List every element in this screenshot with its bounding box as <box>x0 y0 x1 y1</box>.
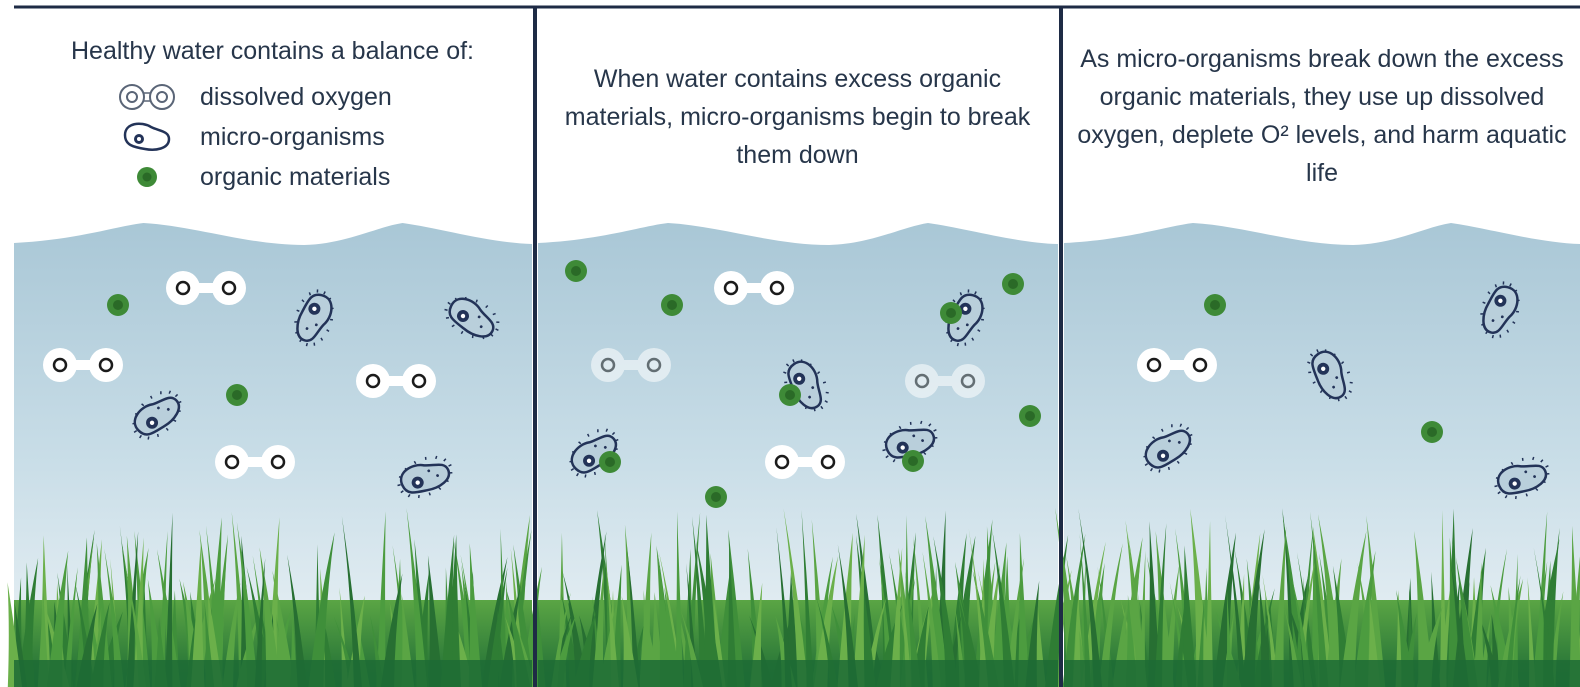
micro-organism-icon <box>1143 423 1193 473</box>
micro-organism-icon <box>569 428 619 478</box>
micro-organism-icon <box>112 117 182 157</box>
legend-item-oxygen: dissolved oxygen <box>112 77 392 117</box>
oxygen-molecule-icon <box>356 364 436 398</box>
micro-organism-icon <box>444 296 500 340</box>
panel-2-caption: When water contains excess organic mater… <box>564 65 1031 169</box>
organic-material-icon <box>705 486 727 508</box>
organic-material-icon <box>1019 405 1041 427</box>
oxygen-molecule-icon <box>112 77 182 117</box>
legend-item-microorganism: micro-organisms <box>112 117 392 157</box>
micro-organism-icon <box>1307 349 1353 402</box>
micro-organism-icon <box>397 455 453 499</box>
micro-organism-icon <box>882 420 938 464</box>
organic-material-icon <box>661 294 683 316</box>
water-layer <box>14 223 1580 687</box>
panel-1-caption: Healthy water contains a balance of: <box>70 37 474 65</box>
micro-organism-icon <box>294 289 334 347</box>
organic-material-icon <box>1204 294 1226 316</box>
oxygen-molecule-icon <box>166 271 246 305</box>
grass-panel-2 <box>533 508 1072 687</box>
panel-3-caption: As micro-organisms break down the excess… <box>1077 45 1567 187</box>
organic-material-icon <box>902 450 924 472</box>
legend-item-organic: organic materials <box>112 157 392 197</box>
grass-panel-3 <box>1055 507 1580 687</box>
particles-layer <box>43 260 1550 508</box>
organic-material-icon <box>599 451 621 473</box>
oxygen-molecule-icon <box>591 348 671 382</box>
panel-frame <box>14 5 1580 687</box>
oxygen-molecule-icon <box>215 445 295 479</box>
water-panel-2 <box>538 223 1058 687</box>
organic-material-icon <box>1421 421 1443 443</box>
oxygen-molecule-icon <box>43 348 123 382</box>
legend-label-oxygen: dissolved oxygen <box>200 82 392 111</box>
micro-organism-icon <box>1480 281 1520 339</box>
micro-organism-icon <box>132 390 182 440</box>
grass-panel-1 <box>7 507 543 687</box>
oxygen-molecule-icon <box>765 445 845 479</box>
oxygen-molecule-icon <box>714 271 794 305</box>
organic-material-icon <box>565 260 587 282</box>
organic-material-icon <box>940 302 962 324</box>
organic-material-icon <box>112 157 182 197</box>
oxygen-molecule-icon <box>905 364 985 398</box>
organic-material-icon <box>779 384 801 406</box>
micro-organism-icon <box>783 359 829 412</box>
legend: dissolved oxygen micro-organisms organic… <box>112 77 392 197</box>
organic-material-icon <box>226 384 248 406</box>
micro-organism-icon <box>1494 456 1550 500</box>
legend-label-microorganism: micro-organisms <box>200 122 385 151</box>
organic-material-icon <box>1002 273 1024 295</box>
organic-material-icon <box>107 294 129 316</box>
legend-label-organic: organic materials <box>200 162 391 191</box>
grass-layer <box>7 507 1580 687</box>
oxygen-molecule-icon <box>1137 348 1217 382</box>
